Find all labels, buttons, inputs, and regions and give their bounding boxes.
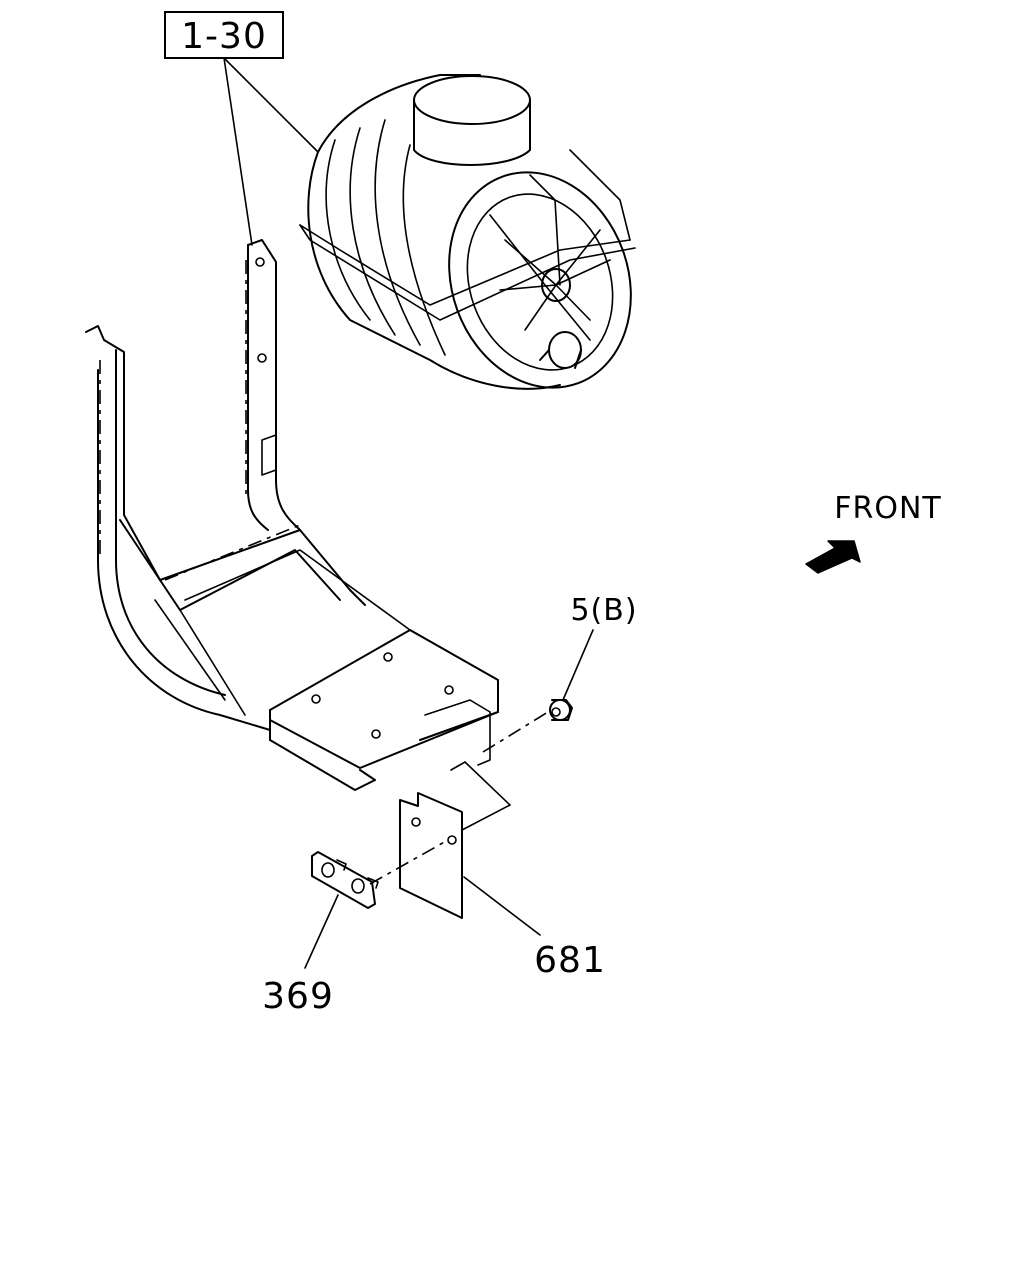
leader-1-30-b: [223, 57, 319, 153]
leader-5b: [562, 629, 594, 701]
front-label: FRONT: [834, 491, 941, 526]
label-369: 369: [262, 976, 334, 1017]
leader-369: [304, 894, 339, 969]
ref-1-30-text: 1-30: [181, 16, 267, 57]
bolt-plate-369[interactable]: [311, 851, 379, 909]
plate-681[interactable]: [399, 792, 463, 919]
centerline-plate-a: [450, 761, 511, 831]
centerline-5b: [482, 711, 549, 753]
label-5b: 5(B): [570, 593, 637, 628]
mounting-bracket-frame: [85, 239, 499, 791]
nut-5b[interactable]: [549, 699, 573, 721]
centerline-plate-b: [369, 839, 449, 885]
ref-label-1-30[interactable]: 1-30: [164, 11, 284, 59]
front-arrow-icon: [805, 540, 861, 574]
air-cleaner-assembly: [299, 74, 636, 390]
leader-681: [463, 876, 541, 936]
label-681: 681: [534, 940, 606, 981]
leader-1-30-a: [223, 57, 253, 246]
